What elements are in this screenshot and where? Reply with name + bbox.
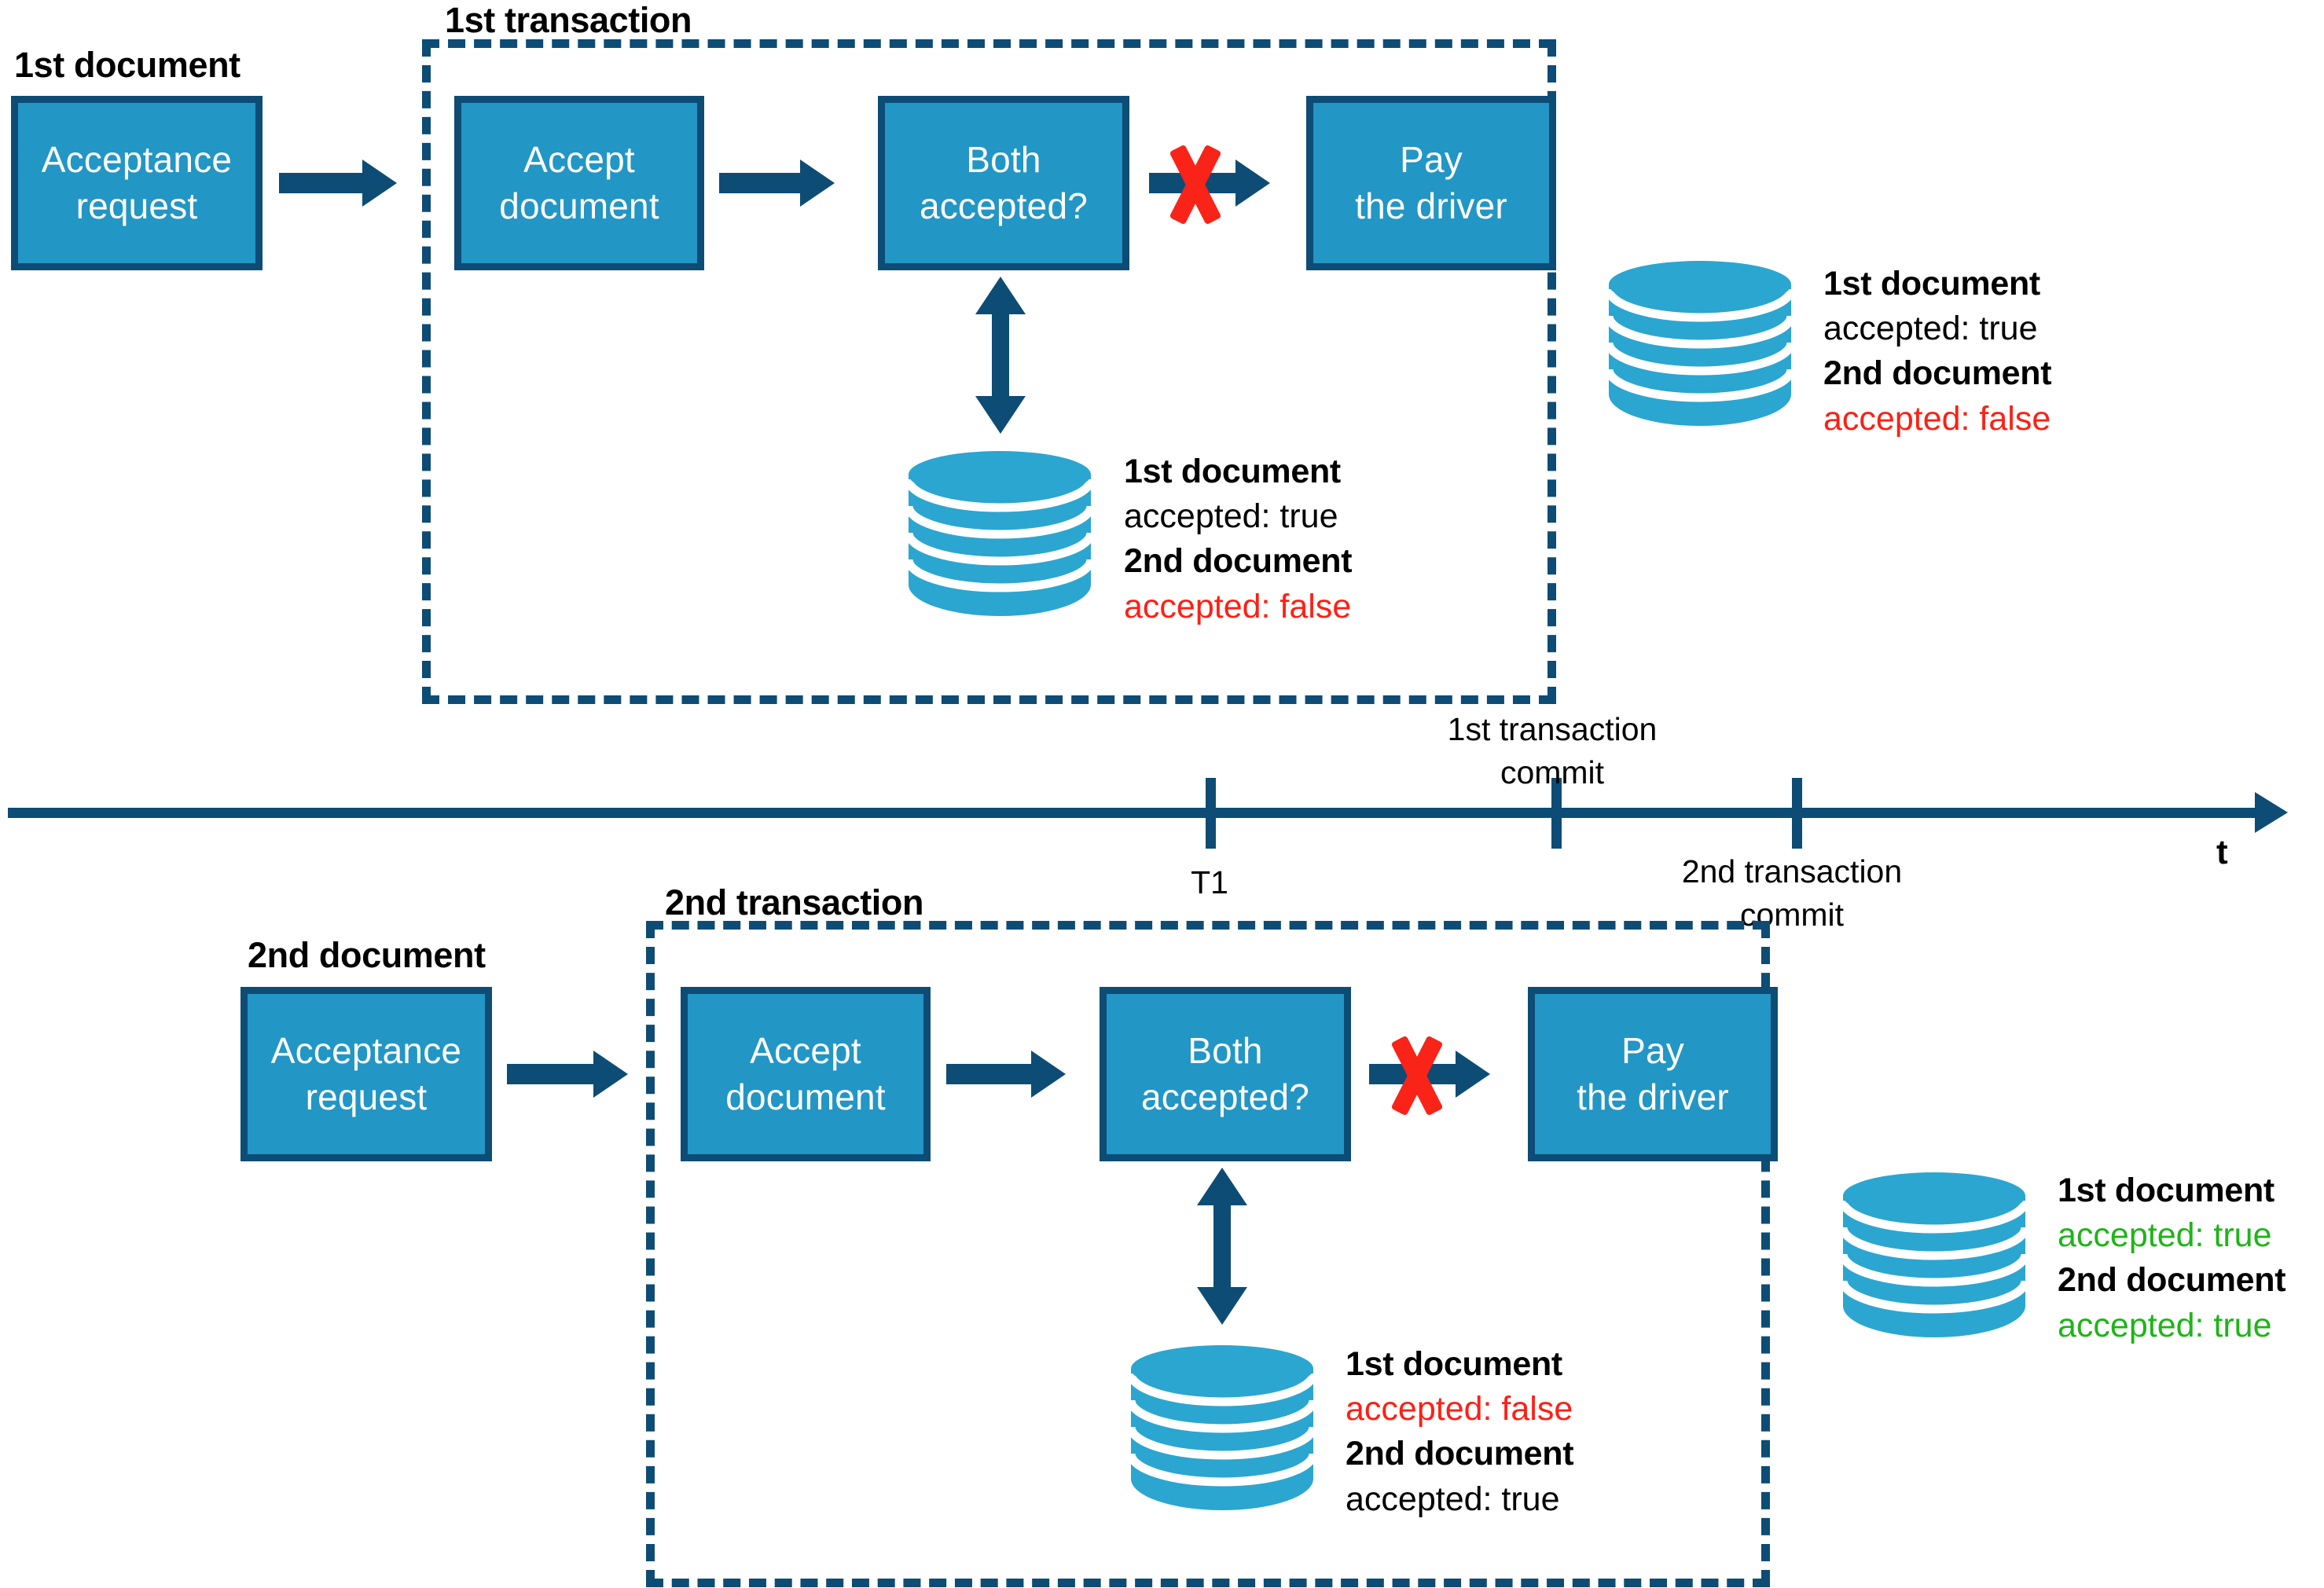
doc1-value: accepted: false <box>1346 1390 1573 1428</box>
box-line-2: accepted? <box>1140 1076 1310 1117</box>
timeline-arrowhead-icon <box>2255 792 2288 833</box>
timeline-label-first-commit-line2: commit <box>1500 754 1605 790</box>
box-pay-the-driver-top[interactable]: Pay the driver <box>1306 96 1556 270</box>
box-line-1: Both <box>1188 1030 1263 1072</box>
db-state-bottom-outer: 1st document accepted: true 2nd document… <box>2058 1168 2286 1348</box>
box-line-1: Accept <box>750 1030 861 1072</box>
doc2-value: accepted: false <box>1124 587 1352 625</box>
box-line-2: the driver <box>1577 1076 1729 1117</box>
doc1-value: accepted: true <box>1124 497 1338 536</box>
box-line-1: Acceptance <box>41 139 233 181</box>
box-pay-the-driver-bottom[interactable]: Pay the driver <box>1528 987 1778 1161</box>
box-line-2: request <box>75 185 198 226</box>
doc2-name: 2nd document <box>1346 1435 1574 1473</box>
doc1-name: 1st document <box>1346 1345 1562 1383</box>
box-accept-document-bottom[interactable]: Accept document <box>681 987 931 1161</box>
db-state-bottom-inner: 1st document accepted: false 2nd documen… <box>1346 1342 1574 1522</box>
box-acceptance-request-top[interactable]: Acceptance request <box>11 96 263 270</box>
box-both-accepted-top[interactable]: Both accepted? <box>878 96 1129 270</box>
box-line-2: document <box>499 185 659 226</box>
database-icon-top-inner <box>905 449 1094 621</box>
db-state-top-outer: 1st document accepted: true 2nd document… <box>1823 262 2052 442</box>
arrow-both-accepted-to-db-bottom <box>1195 1168 1250 1325</box>
box-line-2: the driver <box>1355 185 1507 226</box>
db-state-top-inner: 1st document accepted: true 2nd document… <box>1124 449 1353 629</box>
doc1-value: accepted: true <box>1823 310 2038 348</box>
box-acceptance-request-bottom[interactable]: Acceptance request <box>240 987 492 1161</box>
database-icon-top-outer <box>1606 259 1794 431</box>
first-document-label: 1st document <box>14 45 240 85</box>
first-transaction-frame <box>422 39 1556 704</box>
box-line-1: Pay <box>1400 139 1463 181</box>
doc1-value: accepted: true <box>2058 1216 2272 1255</box>
timeline-axis <box>8 808 2257 818</box>
box-line-1: Accept <box>523 139 635 181</box>
timeline-label-t1: T1 <box>1191 864 1228 900</box>
box-line-2: request <box>305 1076 428 1117</box>
doc2-value: accepted: true <box>1346 1480 1560 1518</box>
doc2-name: 2nd document <box>2058 1261 2286 1300</box>
database-icon-bottom-inner <box>1128 1344 1316 1515</box>
doc2-value: accepted: false <box>1823 399 2051 438</box>
second-transaction-label: 2nd transaction <box>665 882 924 922</box>
timeline-tick-t1 <box>1206 778 1216 849</box>
box-both-accepted-bottom[interactable]: Both accepted? <box>1100 987 1351 1161</box>
doc1-name: 1st document <box>2058 1172 2274 1209</box>
second-transaction-frame <box>646 921 1770 1587</box>
first-transaction-label: 1st transaction <box>445 0 692 40</box>
arrow-request-to-accept-top <box>279 160 397 207</box>
blocked-x-icon-top <box>1152 141 1239 228</box>
box-line-1: Acceptance <box>270 1030 462 1072</box>
timeline-label-first-commit-line1: 1st transaction <box>1447 711 1658 747</box>
database-icon-bottom-outer <box>1840 1171 2028 1342</box>
box-line-1: Both <box>966 139 1041 181</box>
arrow-request-to-accept-bottom <box>507 1051 629 1098</box>
timeline-axis-label: t <box>2216 833 2228 871</box>
blocked-x-icon-bottom <box>1374 1032 1460 1119</box>
box-line-2: document <box>725 1076 886 1117</box>
box-accept-document-top[interactable]: Accept document <box>454 96 704 270</box>
timeline-tick-first-commit <box>1551 778 1562 849</box>
doc1-name: 1st document <box>1823 265 2040 303</box>
arrow-accept-to-both-bottom <box>946 1051 1068 1098</box>
doc2-name: 2nd document <box>1823 354 2052 393</box>
second-document-label: 2nd document <box>248 935 486 975</box>
timeline-tick-second-commit <box>1792 778 1802 849</box>
box-line-2: accepted? <box>919 185 1089 226</box>
box-line-1: Pay <box>1621 1030 1684 1072</box>
doc1-name: 1st document <box>1124 453 1341 490</box>
timeline-label-second-commit-line1: 2nd transaction <box>1681 853 1903 889</box>
arrow-accept-to-both-top <box>719 160 837 207</box>
doc2-value: accepted: true <box>2058 1306 2272 1344</box>
arrow-both-accepted-to-db-top <box>973 277 1028 434</box>
doc2-name: 2nd document <box>1124 542 1353 581</box>
